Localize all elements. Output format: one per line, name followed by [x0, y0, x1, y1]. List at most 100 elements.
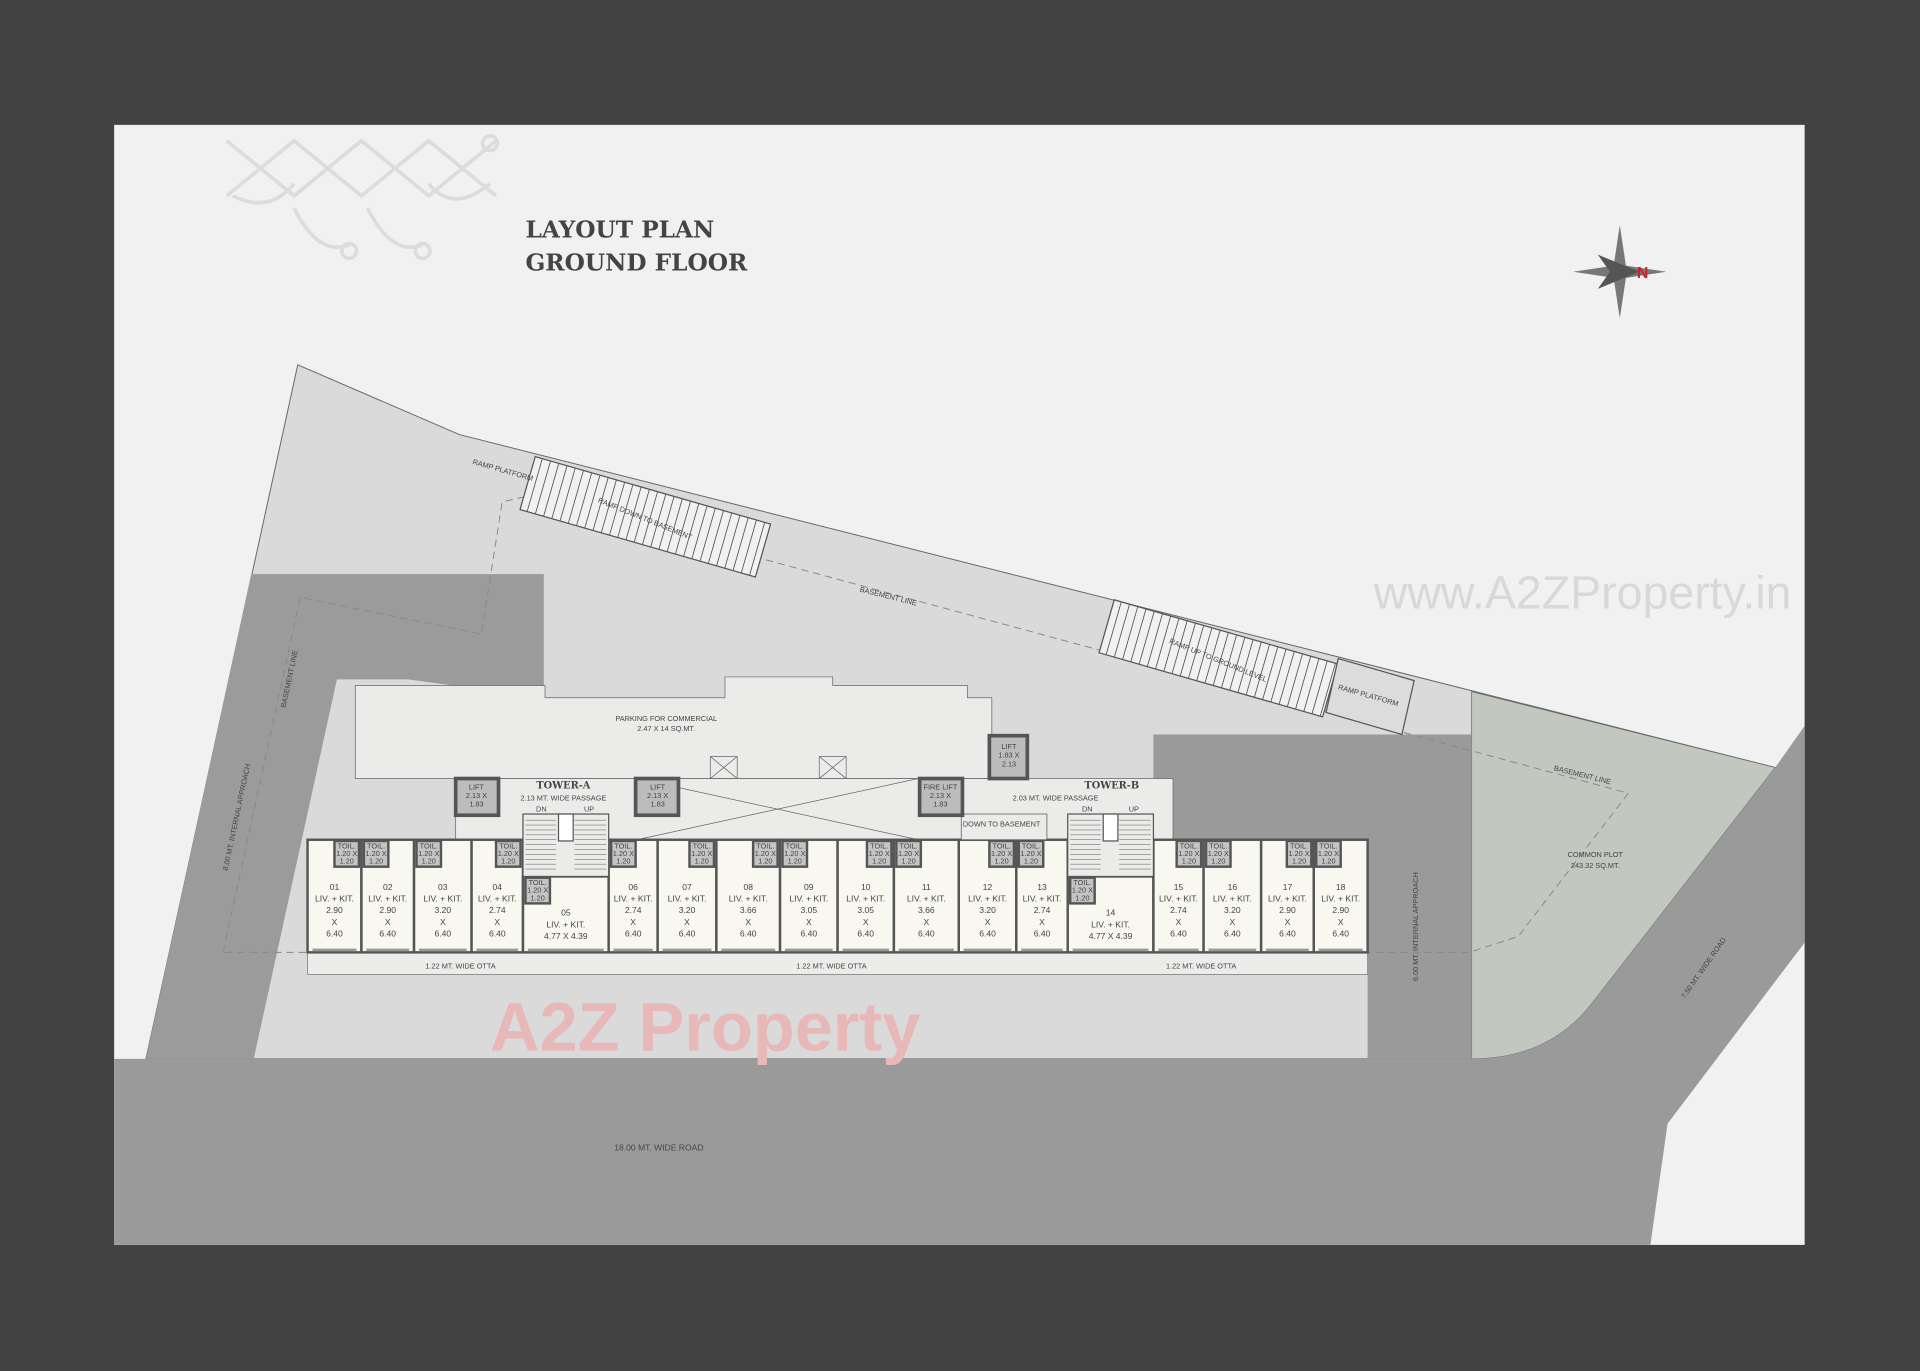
common-plot-label: COMMON PLOT [1568, 850, 1624, 859]
svg-text:2.13 X: 2.13 X [647, 791, 668, 800]
toilet-02: TOIL.1.20 X1.20 [362, 839, 390, 868]
toilet-label: 1.20 [994, 857, 1008, 866]
title-line2: GROUND FLOOR [525, 250, 748, 277]
unit-label: X [684, 917, 690, 927]
toilet-label: 1.20 X [898, 849, 919, 858]
svg-text:2.13 X: 2.13 X [466, 791, 487, 800]
unit-label: 3.05 [801, 905, 818, 915]
ramp-hatch [1188, 625, 1205, 679]
toilet-label: TOIL. [756, 841, 774, 850]
fire-lift: FIRE LIFT 2.13 X 1.83 [917, 776, 965, 818]
staircase-tower-b [1067, 813, 1155, 878]
toilet-label: 1.20 [616, 857, 630, 866]
toilet-label: 1.20 X [498, 849, 519, 858]
unit-label: X [1338, 917, 1344, 927]
unit-label: X [332, 917, 338, 927]
kolam-decoration [225, 134, 500, 261]
toilet-label: 1.20 X [691, 849, 712, 858]
toilet-03: TOIL.1.20 X1.20 [415, 839, 443, 868]
unit-label: 3.66 [740, 905, 757, 915]
unit-label: 6.40 [740, 928, 757, 938]
svg-text:1.83: 1.83 [933, 800, 947, 809]
unit-label: LIV. + KIT. [478, 894, 517, 904]
toilet-18: TOIL.1.20 X1.20 [1314, 839, 1342, 868]
unit-label: 2.74 [1170, 905, 1187, 915]
unit-label: LIV. + KIT. [368, 894, 407, 904]
unit-label: LIV. + KIT. [614, 894, 653, 904]
ramp-hatch [567, 470, 584, 524]
toilet-label: TOIL. [338, 841, 356, 850]
ramp-hatch [658, 496, 675, 550]
toilet-label: TOIL. [420, 841, 438, 850]
ramp-hatch [1179, 622, 1196, 677]
unit-label: X [1285, 917, 1291, 927]
unit-label: 02 [383, 882, 393, 892]
up-label-a: UP [584, 805, 594, 814]
unit-label: 06 [628, 882, 638, 892]
unit-label: X [923, 917, 929, 927]
unit-label: LIV. + KIT. [846, 894, 885, 904]
lift-a1: LIFT 2.13 X 1.83 [453, 776, 501, 818]
lift-a2: LIFT 2.13 X 1.83 [633, 776, 681, 818]
ramp-hatch [1311, 660, 1328, 714]
unit-label: LIV. + KIT. [315, 894, 354, 904]
toilet-01: TOIL.1.20 X1.20 [333, 839, 361, 868]
unit-label: 2.90 [1332, 905, 1349, 915]
ramp-platform-right [1325, 657, 1415, 736]
staircase-tower-a [522, 813, 610, 878]
ramp-hatch [1171, 620, 1188, 674]
unit-outline [656, 838, 718, 954]
ramp-hatch [559, 467, 576, 522]
unit-label: 2.74 [489, 905, 506, 915]
toilet-label: 1.20 [788, 857, 802, 866]
unit-label: 6.40 [625, 928, 642, 938]
toilet-label: 1.20 [422, 857, 436, 866]
toilet-label: TOIL. [499, 841, 517, 850]
unit-label: 2.90 [326, 905, 343, 915]
unit-label: 2.90 [1279, 905, 1296, 915]
toilet-13: TOIL.1.20 X1.20 [1017, 839, 1045, 868]
toilet-label: 1.20 X [418, 849, 439, 858]
unit-label: LIV. + KIT. [668, 894, 707, 904]
toilet-08: TOIL.1.20 X1.20 [751, 839, 779, 868]
toilet-label: TOIL. [1073, 878, 1091, 887]
toilet-label: TOIL. [899, 841, 917, 850]
unit-label: LIV. + KIT. [968, 894, 1007, 904]
unit-label: 6.40 [918, 928, 935, 938]
svg-text:1.83 X: 1.83 X [998, 751, 1019, 760]
unit-label: 6.40 [379, 928, 396, 938]
unit-label: LIV. + KIT. [1023, 894, 1062, 904]
unit-label: X [440, 917, 446, 927]
toilet-05: TOIL.1.20 X1.20 [524, 876, 552, 905]
ramp-hatch [650, 493, 667, 548]
toilet-label: 1.20 [1182, 857, 1196, 866]
left-internal-approach [145, 574, 544, 1059]
toilet-label: 1.20 [872, 857, 886, 866]
basement-line [222, 495, 1630, 953]
unit-label: X [1176, 917, 1182, 927]
toilet-label: TOIL. [614, 841, 632, 850]
svg-text:2.13: 2.13 [1002, 759, 1016, 768]
unit-label: LIV. + KIT. [1321, 894, 1360, 904]
ramp-hatch [584, 475, 601, 529]
tower-b-passage: 2.03 MT. WIDE PASSAGE [1013, 794, 1099, 803]
ramp-hatch [1122, 606, 1139, 660]
